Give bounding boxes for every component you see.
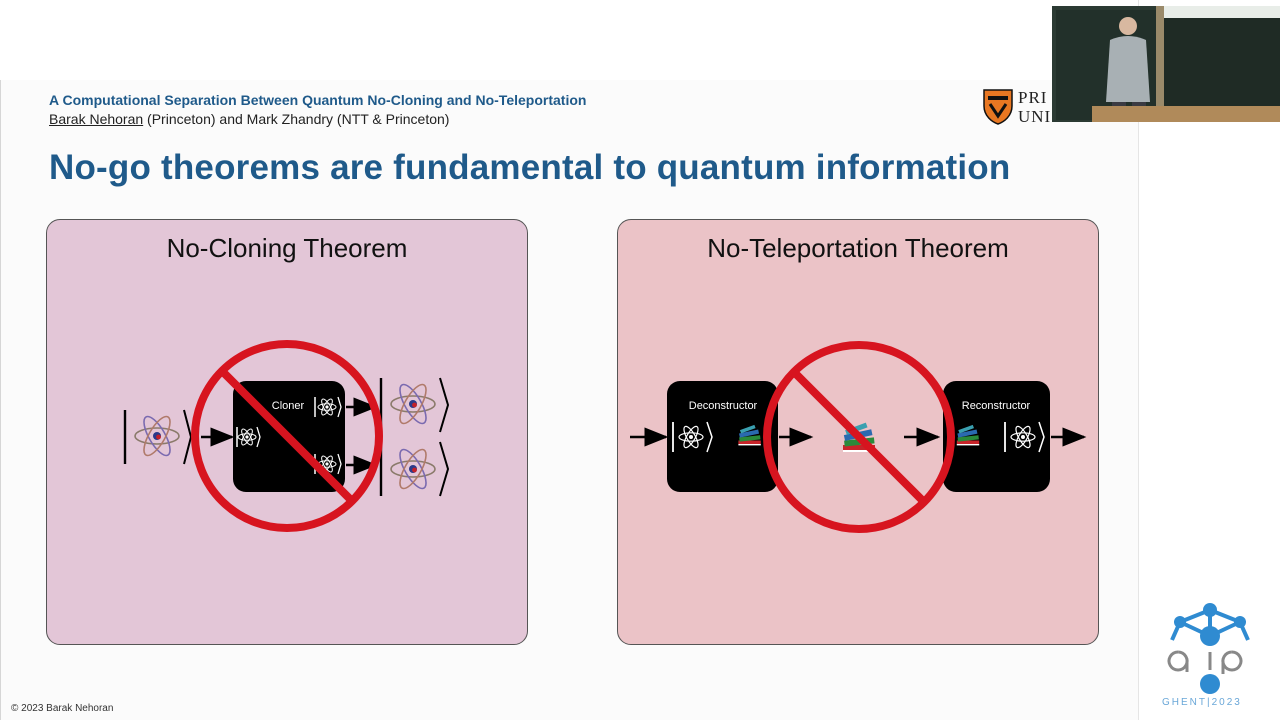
reconstructor-label: Reconstructor [962,400,1031,412]
conference-tag: GHENT|2023 [1162,697,1242,708]
cloner-label: Cloner [272,400,305,412]
princeton-text-2: UNI [1018,107,1052,126]
output-state-ket-1 [379,377,450,433]
authors: Barak Nehoran (Princeton) and Mark Zhand… [49,111,449,127]
author-name: Barak Nehoran [49,111,144,127]
no-teleportation-diagram: Deconstructor Reconstructor [630,341,1087,533]
no-teleportation-title: No-Teleportation Theorem [707,233,1009,263]
prohibition-sign-icon [191,340,383,532]
deconstructor-box [667,381,778,492]
qip-conference-logo [1167,603,1250,694]
princeton-text-1: PRI [1018,88,1048,107]
no-cloning-diagram: Cloner [123,340,450,532]
author-affiliations: (Princeton) and Mark Zhandry (NTT & Prin… [143,111,450,127]
reconstructor-box [943,381,1050,492]
slide-border [0,0,1,720]
slide: A Computational Separation Between Quant… [0,0,1138,720]
cloner-ket-in [236,426,261,448]
no-cloning-panel: No-Cloning Theorem [46,219,528,645]
slide-top-band [0,0,1138,80]
princeton-shield-icon [983,89,1013,125]
slide-heading: No-go theorems are fundamental to quantu… [49,148,1011,187]
prohibition-sign-icon [763,341,955,533]
no-teleportation-panel: No-Teleportation Theorem [617,219,1099,645]
deconstructor-label: Deconstructor [689,400,758,412]
copyright: © 2023 Barak Nehoran [11,703,114,714]
reconstructor-ket [1004,421,1045,453]
cloner-ket-out-1 [314,396,342,418]
speaker-webcam-feed [1052,6,1280,122]
no-cloning-title: No-Cloning Theorem [166,233,408,263]
speaker-video-image [1052,6,1280,122]
output-state-ket-2 [379,441,450,497]
atom-icon [134,412,180,460]
input-state-ket [123,409,193,465]
deconstructor-ket [672,421,713,453]
talk-title: A Computational Separation Between Quant… [49,92,587,108]
